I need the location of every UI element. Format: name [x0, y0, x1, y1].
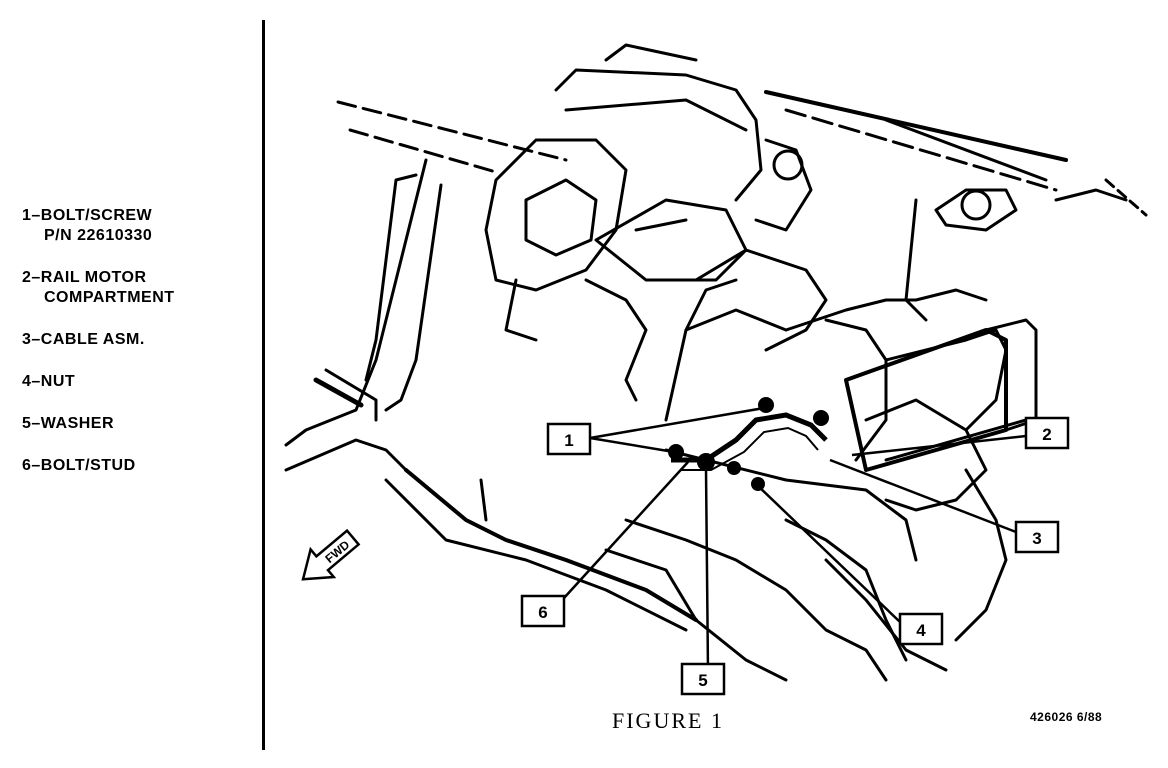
legend-item-1-line2: P/N 22610330 — [44, 227, 153, 244]
legend-item-3: 3–CABLE ASM. — [22, 330, 237, 350]
callout-4: 4 — [898, 612, 944, 646]
vertical-divider — [262, 20, 265, 750]
engine-compartment-drawing: FWD 1 2 3 4 5 6 — [284, 43, 1148, 696]
forward-arrow-icon: FWD — [301, 528, 361, 581]
callout-6-label: 6 — [538, 603, 547, 622]
legend-item-4: 4–NUT — [22, 372, 237, 392]
figure-code: 426026 6/88 — [1030, 710, 1103, 724]
legend-item-2-line2: COMPARTMENT — [44, 289, 175, 306]
legend-item-6: 6–BOLT/STUD — [22, 456, 237, 476]
callout-1: 1 — [546, 422, 592, 456]
legend-item-6-line1: 6–BOLT/STUD — [22, 457, 136, 474]
callout-3-label: 3 — [1032, 529, 1041, 548]
leader-lines — [563, 406, 1027, 673]
callout-1-label: 1 — [564, 431, 573, 450]
legend-item-4-line1: 4–NUT — [22, 373, 76, 390]
legend-item-5-line1: 5–WASHER — [22, 415, 115, 432]
drawing-outline — [284, 43, 1148, 682]
legend-item-1: 1–BOLT/SCREW P/N 22610330 — [22, 206, 237, 246]
cable-and-hardware — [668, 397, 829, 491]
callout-6: 6 — [520, 594, 566, 628]
figure-caption: FIGURE 1 — [612, 708, 724, 733]
callout-4-label: 4 — [916, 621, 926, 640]
legend-item-2: 2–RAIL MOTOR COMPARTMENT — [22, 268, 237, 308]
callout-2: 2 — [1024, 416, 1070, 450]
callout-2-label: 2 — [1042, 425, 1051, 444]
legend-item-5: 5–WASHER — [22, 414, 237, 434]
callout-5: 5 — [680, 662, 726, 696]
legend-item-2-line1: 2–RAIL MOTOR — [22, 269, 147, 286]
legend-item-3-line1: 3–CABLE ASM. — [22, 331, 145, 348]
callout-3: 3 — [1014, 520, 1060, 554]
callout-5-label: 5 — [698, 671, 707, 690]
parts-legend: 1–BOLT/SCREW P/N 22610330 2–RAIL MOTOR C… — [22, 206, 237, 498]
legend-item-1-line1: 1–BOLT/SCREW — [22, 207, 153, 224]
